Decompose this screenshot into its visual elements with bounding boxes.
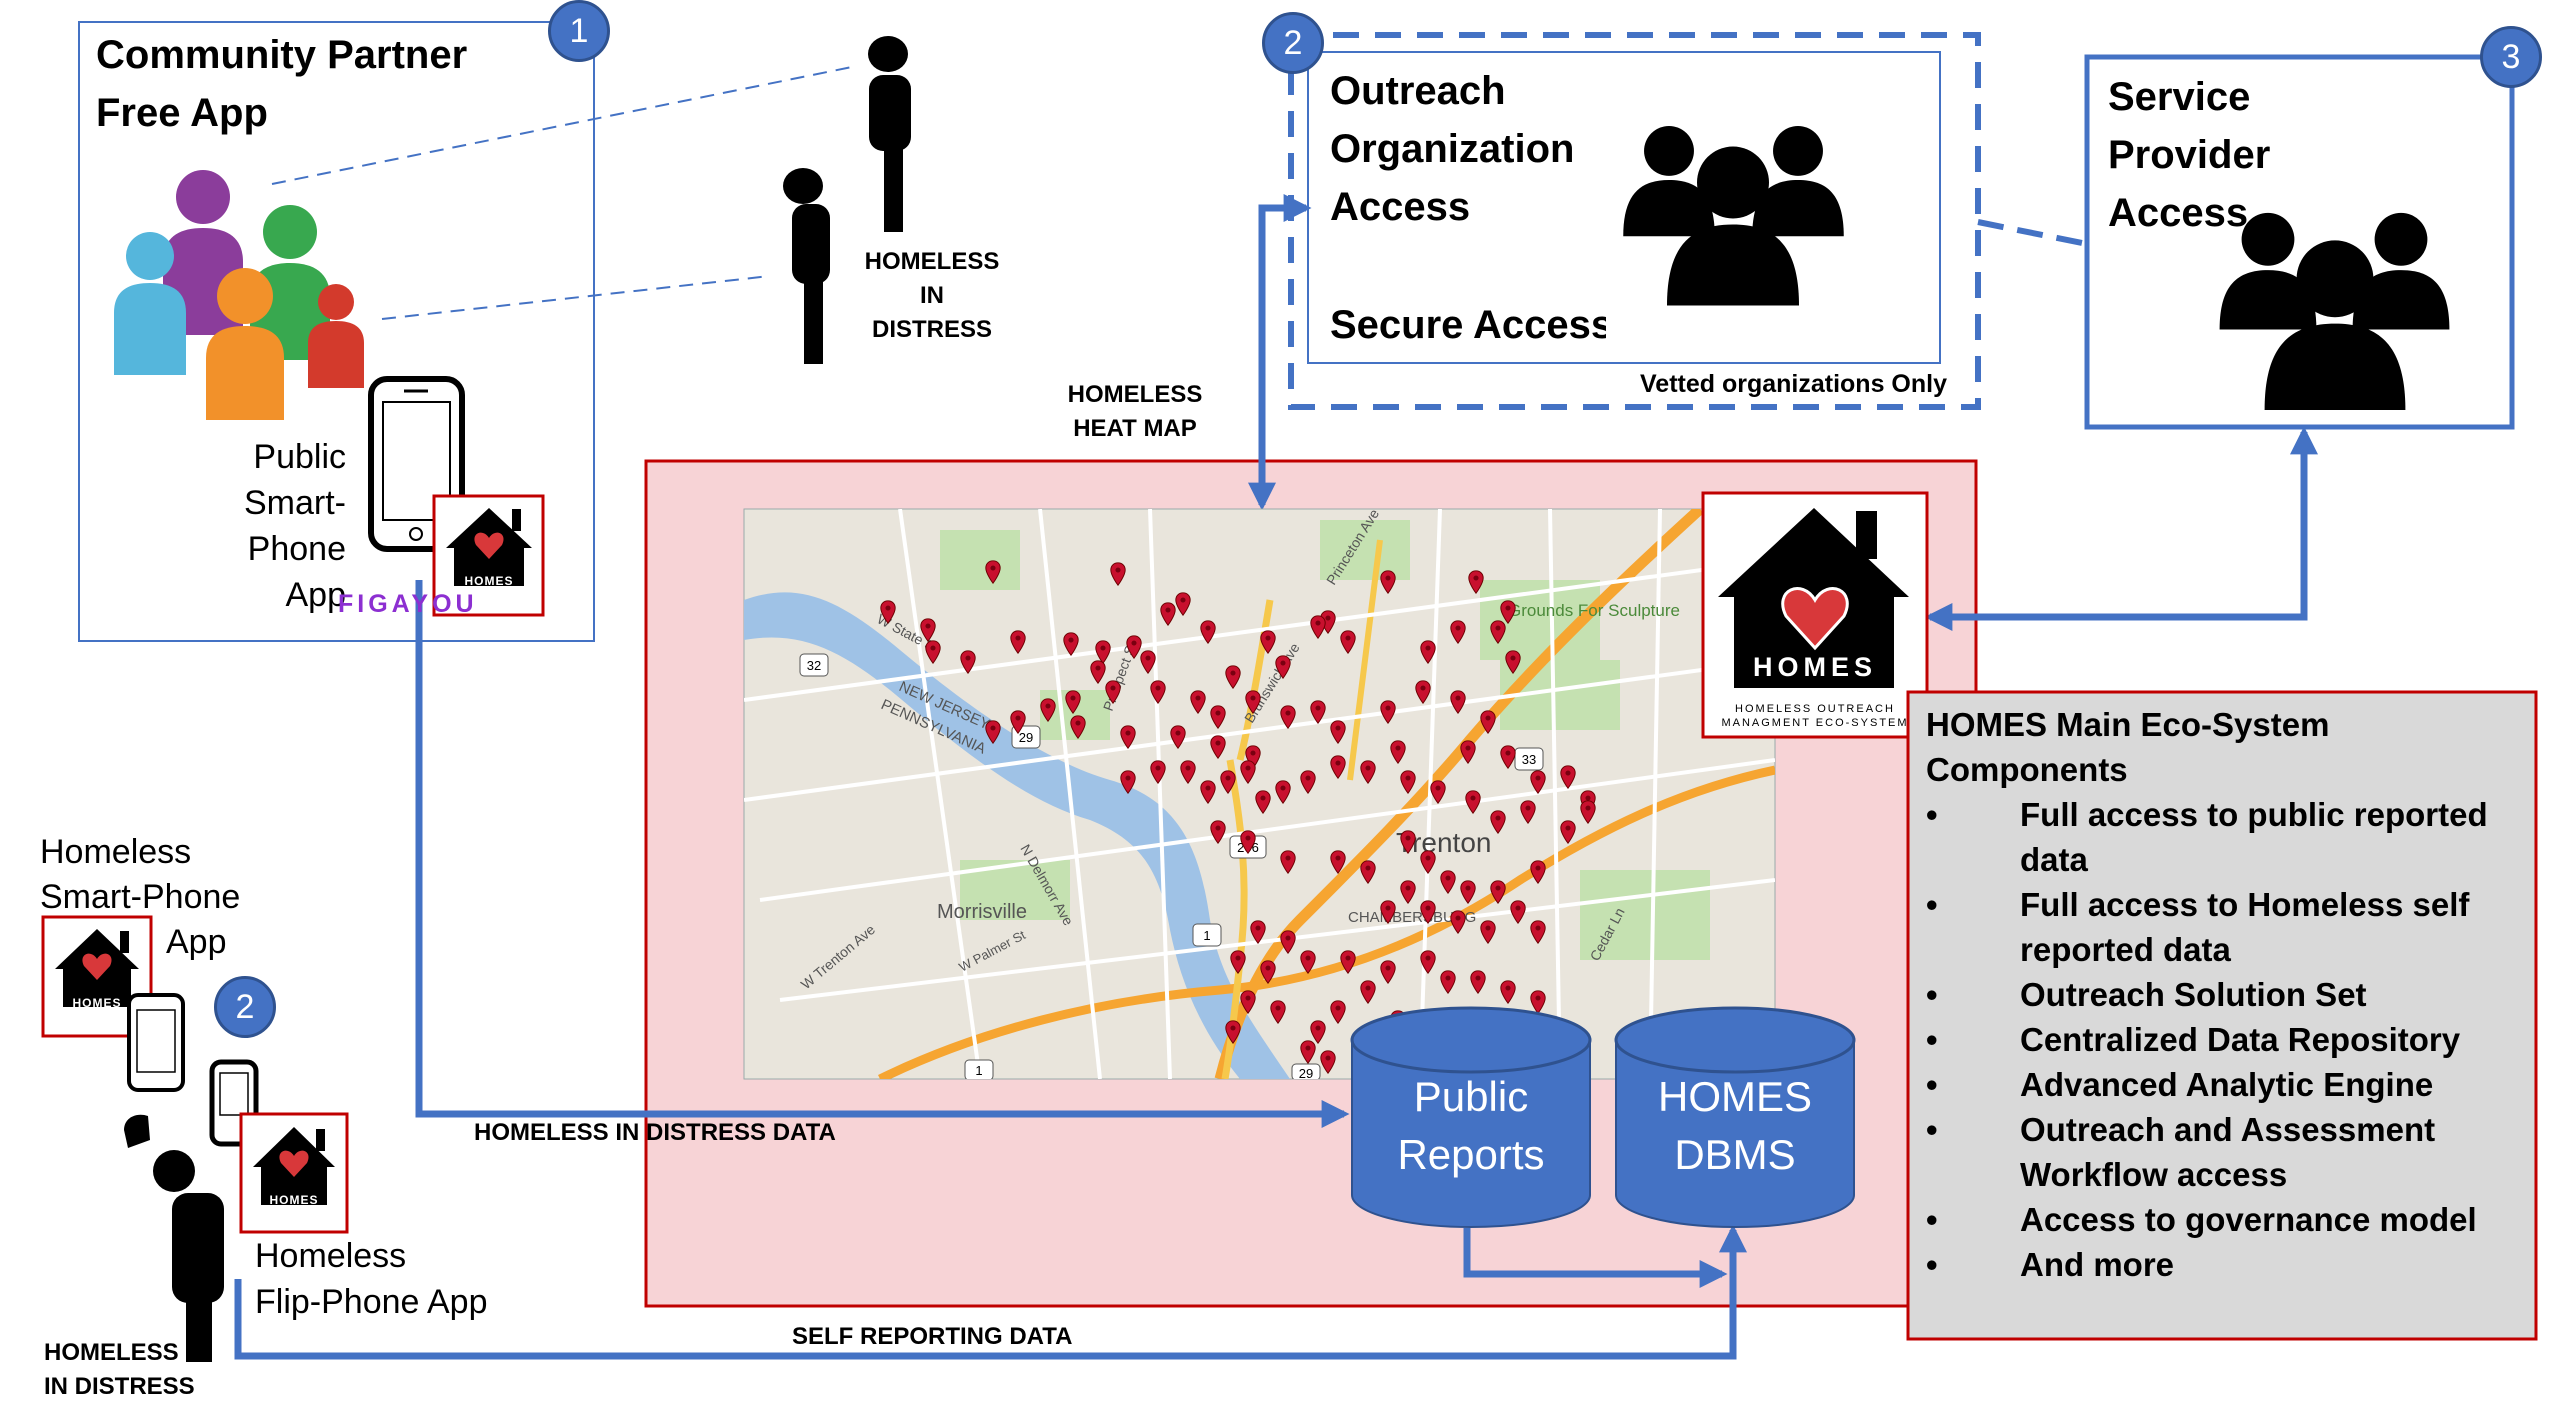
- svg-text:29: 29: [1019, 730, 1033, 745]
- svg-text:33: 33: [1522, 752, 1536, 767]
- heat-map-label: HOMELESS HEAT MAP: [1067, 381, 1203, 442]
- arrow-community-to-public-reports: [415, 580, 1350, 1128]
- homes-logo-small-flipphone: [239, 1112, 349, 1234]
- arrow-self-reporting: [234, 1224, 1747, 1360]
- self-reporting-label: SELF REPORTING DATA: [792, 1323, 1073, 1350]
- step-2-badge: 2: [1262, 12, 1324, 74]
- homes-logo-small-community: [432, 494, 545, 617]
- dashed-connector-bottom: [381, 275, 771, 320]
- homes-logo-small-smartphone-text: HOMES: [72, 996, 122, 1010]
- homes-logo-small-flipphone-text: HOMES: [269, 1193, 319, 1207]
- svg-text:Grounds For Sculpture: Grounds For Sculpture: [1508, 601, 1680, 620]
- homes-dbms-label: HOMES DBMS: [1657, 1073, 1812, 1178]
- public-smartphone-label: Public Smart-Phone App: [244, 438, 346, 614]
- distress-data-label: HOMELESS IN DISTRESS DATA: [474, 1119, 836, 1146]
- homes-logo-large-text: HOMES: [1752, 652, 1877, 682]
- outreach-title: Outreach Organization Access: [1330, 69, 1575, 229]
- svg-text:1: 1: [975, 1063, 982, 1078]
- homeless-flipphone-label: Homeless Flip-Phone App: [255, 1237, 488, 1321]
- component-item: Advanced Analytic Engine: [1906, 1062, 2526, 1107]
- svg-text:32: 32: [807, 658, 821, 673]
- component-item: And more: [1906, 1242, 2526, 1287]
- homeless-smartphone-label: Homeless Smart-Phone: [40, 833, 241, 916]
- figayou-brand: FIGAYOU: [338, 590, 478, 618]
- community-people-icon: [114, 170, 364, 420]
- public-reports-label: Public Reports: [1397, 1073, 1545, 1178]
- homes-dbms-database[interactable]: [1614, 1006, 1856, 1228]
- homeless-figure-standing: [868, 36, 911, 232]
- step-2b-badge: 2: [214, 976, 276, 1038]
- component-item: Outreach Solution Set: [1906, 972, 2526, 1017]
- homeless-smartphone-label-app: App: [166, 923, 227, 961]
- arrow-reports-to-dbms: [1463, 1228, 1728, 1288]
- svg-text:1: 1: [1203, 928, 1210, 943]
- heat-map: 32 29 206 1 33 1 29 Trenton Morrisville …: [743, 508, 1776, 1081]
- dashed-connector-top: [271, 66, 853, 185]
- provider-title: Service Provider Access: [2108, 75, 2271, 235]
- arrow-provider-homes: [1924, 426, 2318, 631]
- homeless-top-label: HOMELESS IN DISTRESS: [864, 248, 1000, 343]
- step-3-badge: 3: [2480, 26, 2542, 88]
- community-title-line1: Community Partner: [96, 33, 468, 77]
- homes-logo-large-subtitle: HOMELESS OUTREACH MANAGMENT ECO-SYSTEM: [1721, 703, 1909, 729]
- homeless-bottom-label: HOMELESS IN DISTRESS: [44, 1339, 195, 1400]
- vetted-orgs-label: Vetted organizations Only: [1640, 370, 1947, 398]
- dashed-connector-outreach-provider: [1977, 219, 2088, 247]
- components-title: HOMES Main Eco-System Components: [1926, 706, 2330, 788]
- homes-logo-large: [1701, 491, 1929, 739]
- component-item: Centralized Data Repository: [1906, 1017, 2526, 1062]
- component-item: Access to governance model: [1906, 1197, 2526, 1242]
- map-route-shields: 32 29 206 1 33 1 29: [799, 653, 1544, 1081]
- svg-text:CHAMBERSBURG: CHAMBERSBURG: [1348, 909, 1476, 926]
- svg-text:Morrisville: Morrisville: [937, 901, 1027, 923]
- public-reports-database[interactable]: [1350, 1006, 1592, 1228]
- homes-logo-small-community-text: HOMES: [464, 574, 514, 588]
- homeless-figures-bottom: [124, 1114, 224, 1362]
- svg-text:29: 29: [1299, 1066, 1313, 1081]
- secure-access-label: Secure Access: [1330, 303, 1606, 347]
- homeless-figure-hunched: [783, 168, 830, 364]
- community-title-line2: Free App: [96, 91, 268, 135]
- arrow-outreach-heatmap: [1248, 194, 1312, 511]
- homeless-smartphone-icon: [127, 993, 185, 1092]
- step-1-badge: 1: [548, 0, 610, 62]
